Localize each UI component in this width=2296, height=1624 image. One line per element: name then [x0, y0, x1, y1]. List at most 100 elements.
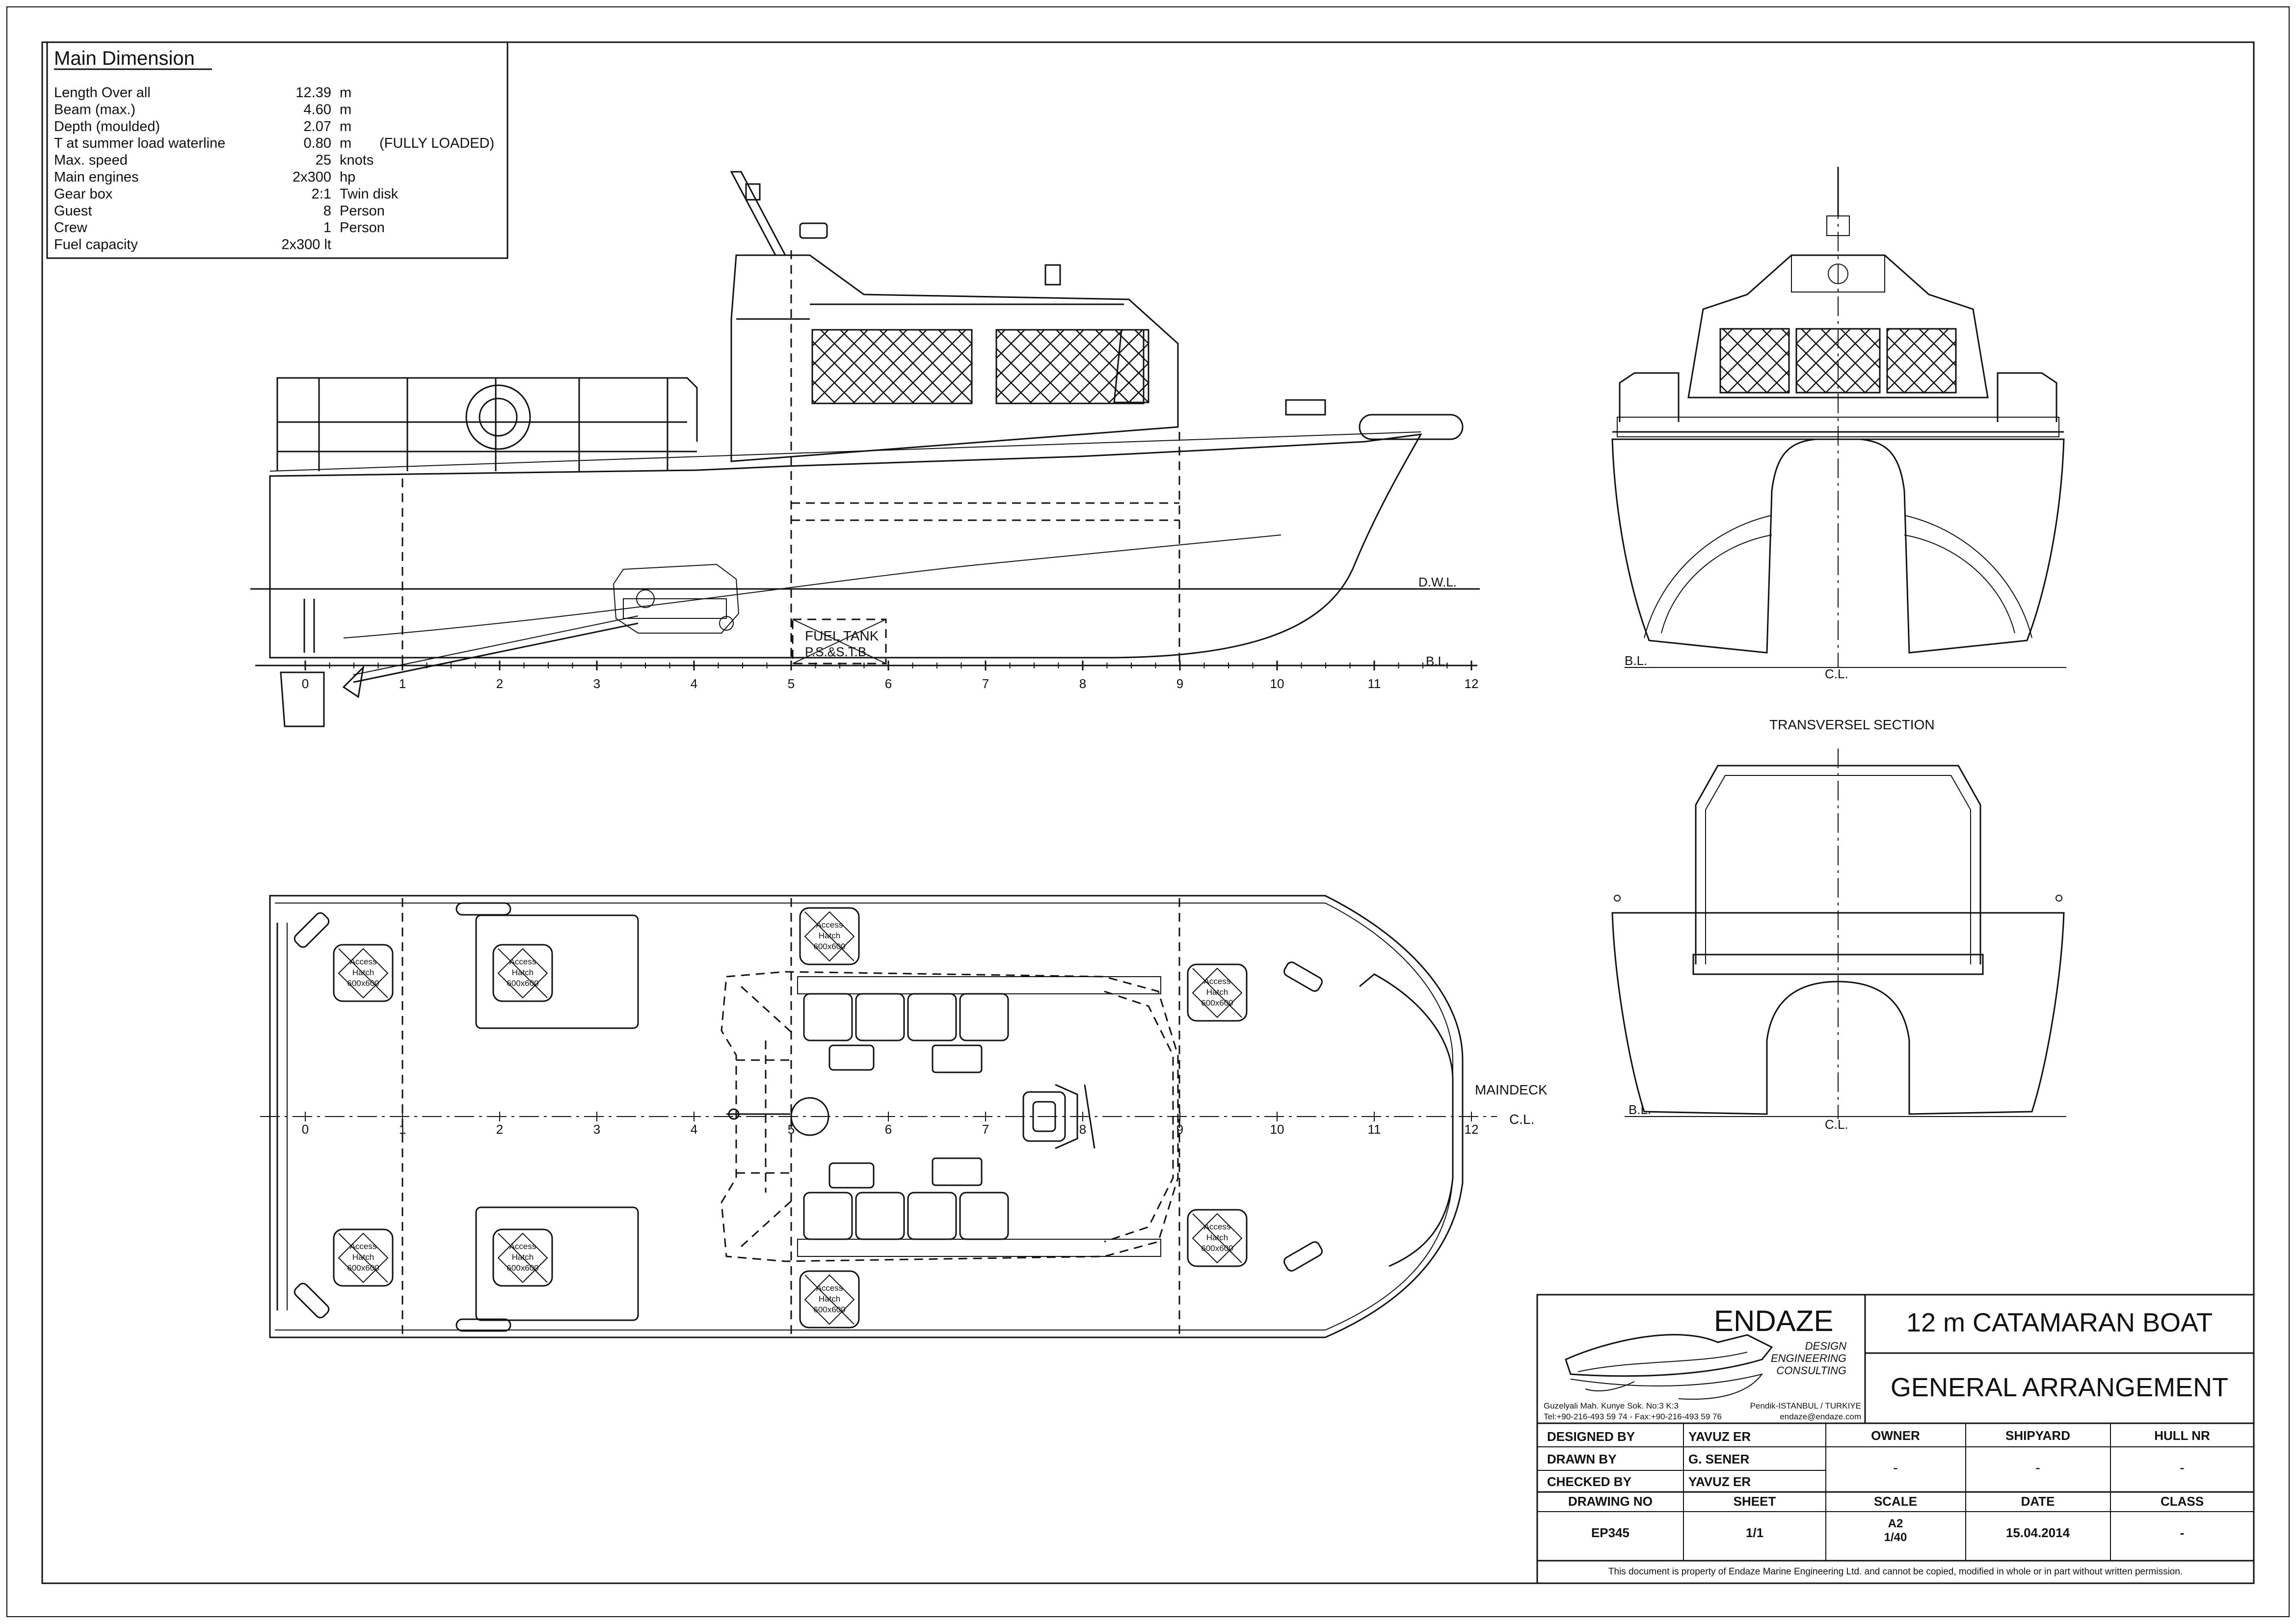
- station-number: 7: [982, 676, 989, 691]
- side-seat: [828, 1162, 875, 1189]
- mast: [730, 171, 787, 256]
- table-port: [932, 1044, 983, 1073]
- plan-station-number: 8: [1079, 1122, 1086, 1137]
- dim-value: 2.07: [304, 119, 331, 134]
- dim-label: Beam (max.): [54, 102, 135, 117]
- station-number: 2: [496, 676, 503, 691]
- section-deck: [1692, 954, 1984, 975]
- front-light: [1828, 264, 1848, 284]
- stbd-bench-back: [797, 1239, 1161, 1257]
- access-hatch-diamond: [497, 1232, 548, 1283]
- access-hatch-label: Access: [1204, 977, 1231, 986]
- hatch-round: [790, 1097, 829, 1136]
- plan-station-number: 3: [593, 1122, 600, 1137]
- station-number: 1: [399, 676, 406, 691]
- drawing-no-label: DRAWING NO: [1568, 1494, 1653, 1509]
- shipyard-label: SHIPYARD: [2005, 1428, 2070, 1443]
- access-hatch-label: 600x600: [1201, 998, 1233, 1008]
- class-value: -: [2180, 1525, 2185, 1540]
- propeller-shaft-top: [353, 615, 639, 675]
- disclaimer: This document is property of Endaze Mari…: [1608, 1567, 2183, 1577]
- access-hatch-label: Hatch: [819, 931, 840, 940]
- access-hatch-diamond: [338, 948, 389, 999]
- propeller: [342, 665, 365, 698]
- dim-unit: knots: [340, 153, 374, 168]
- hull-nr-label: HULL NR: [2154, 1428, 2210, 1443]
- access-hatch-diamond: [1192, 1213, 1243, 1264]
- address-left-2: Tel:+90-216-493 59 74 - Fax:+90-216-493 …: [1544, 1412, 1722, 1421]
- front-window-left: [1719, 328, 1790, 394]
- wheelhouse: [730, 254, 1179, 462]
- anchor-point: [728, 1108, 740, 1120]
- wheelhouse-bow-dash: [1104, 990, 1174, 1243]
- plan-station-number: 11: [1368, 1122, 1381, 1137]
- dwl-label: D.W.L.: [1418, 575, 1457, 589]
- access-hatch-diagonal: [338, 948, 388, 998]
- plan-station-number: 1: [399, 1122, 406, 1137]
- front-bl-label: B.L.: [1625, 653, 1647, 668]
- port-bench-back: [797, 976, 1161, 994]
- section-cabin-outer: [1695, 765, 1981, 964]
- chine-line: [343, 534, 1281, 639]
- access-hatch-diagonal: [1192, 1213, 1242, 1263]
- class-label: CLASS: [2161, 1494, 2204, 1509]
- access-hatch: [492, 944, 553, 1002]
- seat: [959, 993, 1009, 1041]
- drawing-title: GENERAL ARRANGEMENT: [1891, 1373, 2228, 1402]
- section-title: TRANSVERSEL SECTION: [1769, 717, 1935, 732]
- cleat-fwd-stbd: [1283, 1241, 1323, 1272]
- bow-fender: [1359, 414, 1464, 440]
- plan-cl-label: C.L.: [1509, 1112, 1534, 1127]
- fuel-tank-sub: P.S.&S.T.B.: [805, 644, 870, 659]
- front-window-center: [1795, 328, 1881, 394]
- front-hull-port-curve-2: [1661, 534, 1772, 634]
- dim-value: 4.60: [304, 102, 331, 117]
- date-label: DATE: [2021, 1494, 2055, 1509]
- plan-station-number: 10: [1270, 1122, 1284, 1137]
- front-rail-stbd: [1997, 372, 2057, 422]
- section-cabin-inner: [1705, 775, 1971, 964]
- side-seat-2: [828, 1044, 875, 1071]
- front-rub-rail: [1617, 417, 2059, 437]
- dim-label: Gear box: [54, 186, 113, 202]
- seat: [855, 1192, 905, 1240]
- checked-by-label: CHECKED BY: [1547, 1474, 1631, 1489]
- dim-unit: m: [340, 85, 351, 101]
- front-cabin-top: [1791, 255, 1885, 293]
- dim-unit: m: [340, 119, 351, 134]
- hull-profile: [269, 433, 1422, 659]
- life-ring-inner: [479, 398, 518, 437]
- access-hatch-diamond: [338, 1232, 389, 1283]
- station-number: 5: [788, 676, 795, 691]
- dim-unit: Twin disk: [340, 186, 399, 202]
- section-hull: [1611, 912, 2065, 1115]
- scale-value-2: 1/40: [1884, 1531, 1907, 1544]
- dim-label: Fuel capacity: [54, 237, 138, 253]
- scale-value-1: A2: [1888, 1517, 1903, 1530]
- access-hatches: AccessHatch600x600AccessHatch600x600Acce…: [333, 907, 1248, 1329]
- drawn-by-value: G. SENER: [1688, 1452, 1749, 1466]
- station-number: 12: [1465, 676, 1479, 691]
- sheet-label: SHEET: [1734, 1494, 1776, 1509]
- dim-value: 2x300: [293, 169, 331, 185]
- access-hatch-label: 600x600: [1201, 1244, 1233, 1253]
- access-hatch-label: Access: [1204, 1222, 1231, 1231]
- access-hatch-label: 600x600: [507, 1263, 538, 1273]
- designed-by-label: DESIGNED BY: [1547, 1429, 1635, 1444]
- dim-value: 12.39: [295, 85, 331, 101]
- fuel-tank-label: FUEL TANK: [805, 628, 879, 643]
- access-hatch-diamond: [804, 911, 855, 962]
- front-hull-stbd-curve: [1904, 515, 2032, 639]
- front-view: B.L. C.L.: [1611, 167, 2066, 681]
- access-hatch-label: Hatch: [512, 1252, 534, 1262]
- access-hatch-label: 600x600: [507, 979, 538, 988]
- dim-unit: hp: [340, 169, 355, 185]
- mast-light: [745, 183, 761, 201]
- bow-bulwark: [1359, 973, 1454, 1267]
- dim-value: 8: [323, 203, 331, 219]
- cleat-fwd-port: [1283, 961, 1323, 992]
